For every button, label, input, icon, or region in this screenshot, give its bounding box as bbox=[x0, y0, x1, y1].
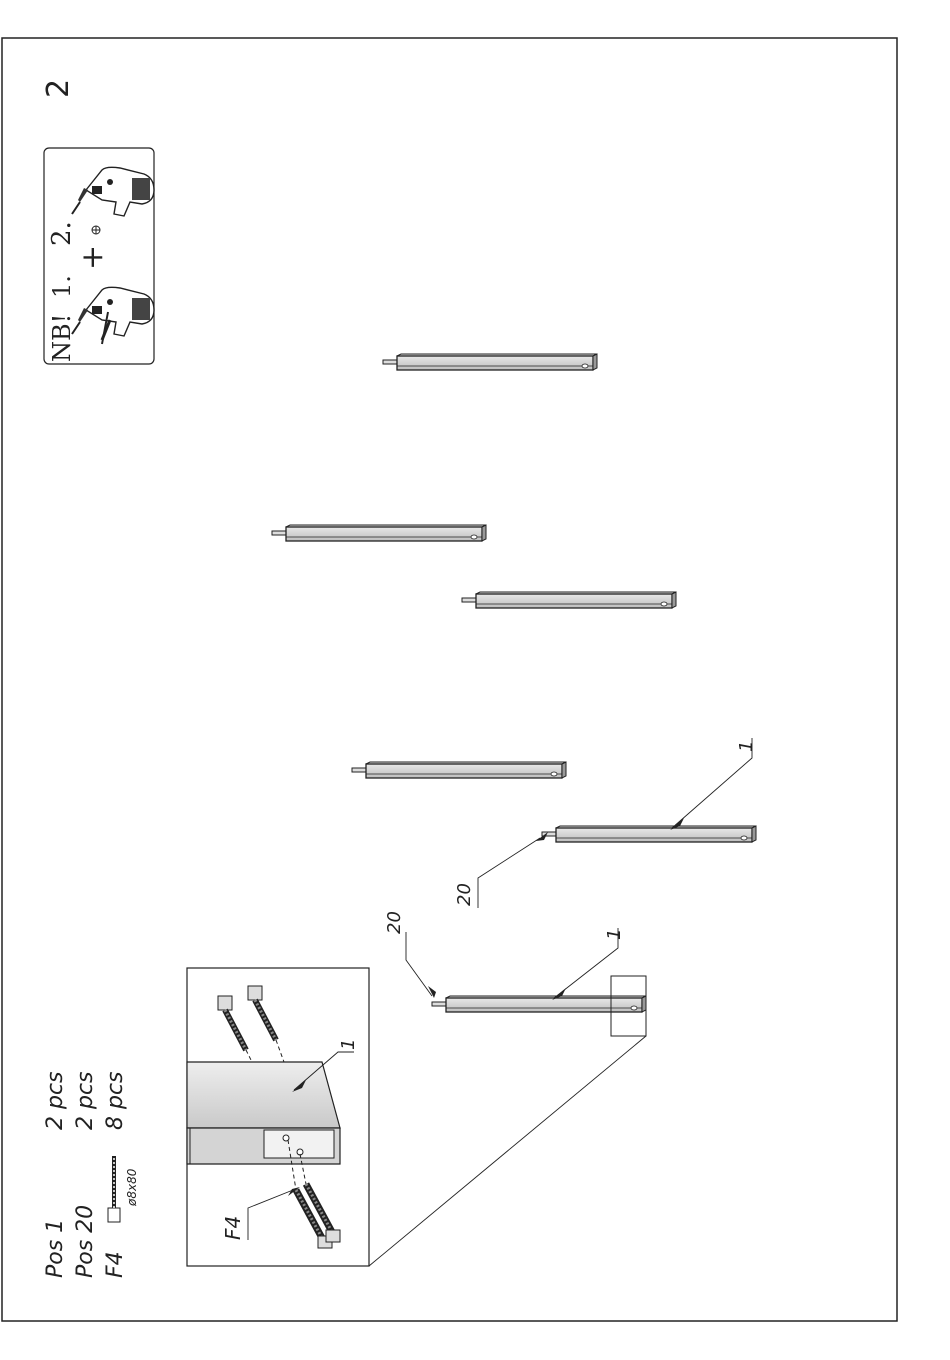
rail-a bbox=[383, 354, 597, 370]
parts-pos-1: Pos 1 bbox=[43, 1219, 68, 1278]
parts-qty-2: 2 pcs bbox=[73, 1071, 98, 1130]
rail-d bbox=[352, 762, 566, 778]
screw-size-label: ø8x80 bbox=[125, 1168, 139, 1207]
detail-callout-f4: F4 bbox=[221, 1216, 245, 1240]
parts-pos-3: F4 bbox=[103, 1251, 128, 1278]
rail-c bbox=[462, 592, 676, 608]
screw-f4-icon bbox=[108, 1156, 120, 1222]
rail-e bbox=[542, 826, 756, 842]
step-number: 2 bbox=[41, 79, 76, 98]
parts-pos-2: Pos 20 bbox=[73, 1205, 98, 1278]
plus-sign: + bbox=[75, 245, 110, 270]
rail-b bbox=[272, 525, 486, 541]
nb-label: NB! bbox=[48, 314, 76, 362]
detail-callout-part1: 1 bbox=[338, 1039, 359, 1050]
parts-qty-3: 8 pcs bbox=[103, 1071, 128, 1130]
svg-text:1: 1 bbox=[604, 929, 625, 940]
svg-text:1: 1 bbox=[736, 741, 757, 752]
parts-list: Pos 1 Pos 20 F4 2 pcs 2 pcs 8 pcs ø8x80 bbox=[43, 1071, 139, 1278]
callout-part20-upper: 20 bbox=[454, 832, 548, 908]
step2-label: 2. bbox=[47, 221, 77, 246]
tool-note-panel: NB! 1. + 2. bbox=[44, 148, 154, 364]
svg-text:20: 20 bbox=[384, 911, 405, 934]
rail-f bbox=[432, 996, 646, 1012]
callout-part1-lower: 1 bbox=[552, 928, 625, 1000]
step1-label: 1. bbox=[48, 275, 76, 298]
callout-part1-upper: 1 bbox=[670, 738, 757, 830]
svg-text:20: 20 bbox=[454, 883, 475, 906]
detail-view: 1 F4 bbox=[187, 968, 369, 1266]
parts-qty-1: 2 pcs bbox=[43, 1071, 68, 1130]
callout-part20-lower: 20 bbox=[384, 911, 436, 998]
